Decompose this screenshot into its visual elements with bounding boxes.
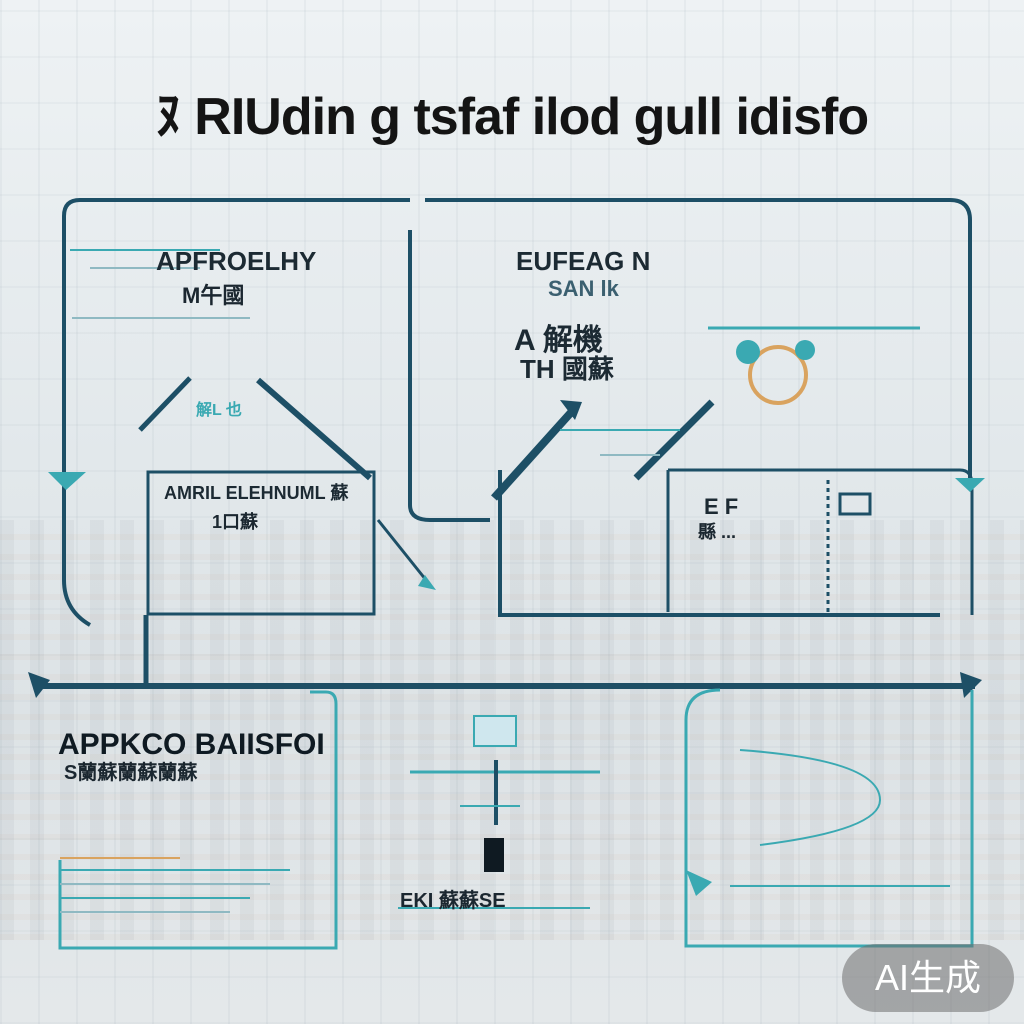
bottom-left-heading: APPKCO BAIISFOI [58, 728, 325, 761]
middle-right-heading: E F [704, 494, 739, 519]
top-right-heading: EUFEAG N [516, 246, 651, 276]
middle-left-heading: AMRIL ELEHNUML 蘇 [164, 483, 349, 503]
top-left-heading: APFROELHY [156, 246, 317, 276]
top-right-note-1: A 解機 [514, 324, 603, 357]
bottom-left-subheading: S蘭蘇蘭蘇蘭蘇 [64, 762, 198, 784]
top-left-subheading: M午國 [182, 283, 245, 308]
ai-generated-badge: AI生成 [842, 944, 1014, 1012]
top-right-subheading: SAN lk [548, 276, 619, 301]
middle-right-subheading: 縣 ... [698, 522, 737, 542]
top-right-note-2: TH 國蘇 [520, 354, 614, 384]
bottom-center-subheading: EKI 蘇蘇SE [400, 890, 506, 912]
arrow-note: 解L 也 [196, 402, 242, 419]
page-title: ﾇ RIUdin g tsfaf ilod gull idisfo [155, 88, 869, 146]
middle-left-subheading: 1口蘇 [212, 512, 259, 532]
